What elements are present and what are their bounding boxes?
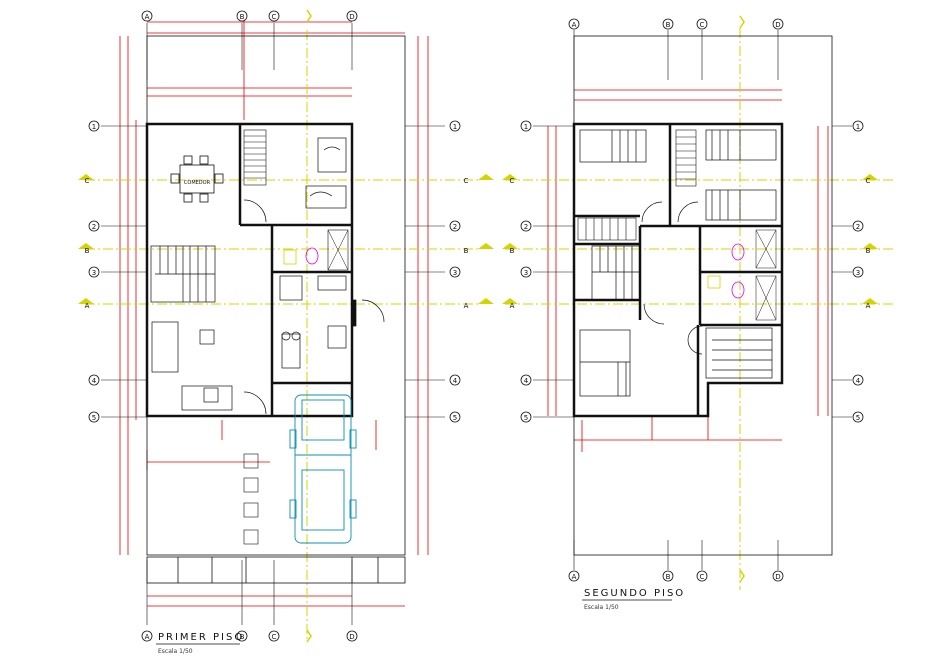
floor-scale-segundo-piso: Escala 1/50 [584, 604, 619, 611]
axis-3-left-2: 3 [524, 269, 528, 277]
axis-c-top-1: C [272, 13, 277, 21]
axis-c-bottom-2: C [700, 573, 705, 581]
section-label-c-left-2: C [510, 177, 515, 185]
section-marks-first-floor [78, 174, 494, 304]
axis-b-bottom-1: B [240, 633, 245, 641]
section-marks-second-floor [502, 174, 878, 304]
section-label-c-right: C [464, 177, 469, 185]
axis-b-top-2: B [666, 21, 671, 29]
dining-table [170, 155, 224, 203]
front-fence [146, 556, 406, 584]
bathroom-fixtures-first-floor [283, 247, 319, 265]
section-label-b-right: B [464, 247, 469, 255]
axis-1-right-2: 1 [856, 123, 860, 131]
dimension-lines-second-floor [547, 89, 829, 452]
car-first-floor [289, 394, 357, 544]
storage-shelves [243, 129, 267, 186]
axis-a-top-2: A [572, 21, 577, 29]
axis-d-top-1: D [349, 13, 354, 21]
axis-c-bottom-1: C [272, 633, 277, 641]
stairs-second-floor [591, 245, 641, 301]
room-label-comedor: COMEDOR [184, 180, 211, 186]
axis-b-bottom-2: B [666, 573, 671, 581]
shower-first-floor [327, 229, 349, 271]
kitchen-first-floor [279, 275, 347, 369]
section-label-a-left: A [85, 302, 90, 310]
axis-bubbles-second-floor [520, 18, 864, 582]
furniture-upper-room [305, 137, 347, 209]
axis-4-left-1: 4 [92, 377, 97, 385]
axis-1-left-2: 1 [524, 123, 528, 131]
axis-d-top-2: D [775, 21, 780, 29]
second-floor-plan: C C B B A A A B C D A B C D 1 2 3 4 5 1 … [502, 15, 895, 611]
floor-title-segundo-piso: SEGUNDO PISO [584, 588, 685, 599]
axis-a-top-1: A [145, 13, 150, 21]
axis-4-right-2: 4 [856, 377, 861, 385]
axis-5-right-2: 5 [856, 414, 860, 422]
showers-second-floor [755, 229, 777, 321]
axis-1-left-1: 1 [92, 123, 96, 131]
axis-5-right-1: 5 [453, 414, 457, 422]
section-label-b-left-2: B [510, 247, 515, 255]
axis-5-left-1: 5 [92, 414, 96, 422]
beds-second-floor [579, 129, 777, 397]
axis-3-right-2: 3 [856, 269, 860, 277]
axis-a-bottom-2: A [572, 573, 577, 581]
axis-lines-first-floor [85, 30, 480, 640]
section-label-b-right-2: B [866, 247, 871, 255]
axis-3-right-1: 3 [453, 269, 457, 277]
axis-bubbles-first-floor [88, 10, 461, 642]
stepping-stones [243, 453, 259, 545]
floor-scale-primer-piso: Escala 1/50 [158, 648, 193, 655]
axis-2-left-2: 2 [524, 223, 528, 231]
section-label-c-left: C [85, 177, 90, 185]
living-furniture [151, 321, 233, 411]
walls-second-floor [572, 122, 784, 418]
section-label-b-left: B [85, 247, 90, 255]
first-floor-plan: COMEDOR [78, 9, 494, 655]
lot-boundary-first-floor [146, 35, 406, 556]
axis-2-left-1: 2 [92, 223, 96, 231]
doors-first-floor [243, 199, 385, 415]
axis-2-right-2: 2 [856, 223, 860, 231]
stairs-first-floor [150, 245, 216, 303]
section-label-a-right-2: A [866, 302, 871, 310]
axis-3-left-1: 3 [92, 269, 96, 277]
axis-2-right-1: 2 [453, 223, 457, 231]
section-label-c-right-2: C [866, 177, 871, 185]
closet-second-floor [577, 129, 697, 241]
lot-boundary-second-floor [573, 35, 833, 556]
axis-c-top-2: C [700, 21, 705, 29]
section-label-a-left-2: A [510, 302, 515, 310]
axis-1-right-1: 1 [453, 123, 457, 131]
axis-4-right-1: 4 [453, 377, 458, 385]
walls-first-floor [145, 122, 354, 418]
section-label-a-right: A [464, 302, 469, 310]
axis-a-bottom-1: A [145, 633, 150, 641]
bathroom-fixtures-second-floor [707, 243, 745, 299]
axis-d-bottom-1: D [349, 633, 354, 641]
doors-second-floor [641, 201, 703, 355]
axis-d-bottom-2: D [775, 573, 780, 581]
floor-title-primer-piso: PRIMER PISO [158, 632, 244, 643]
axis-5-left-2: 5 [524, 414, 528, 422]
axis-b-top-1: B [240, 13, 245, 21]
axis-4-left-2: 4 [524, 377, 529, 385]
